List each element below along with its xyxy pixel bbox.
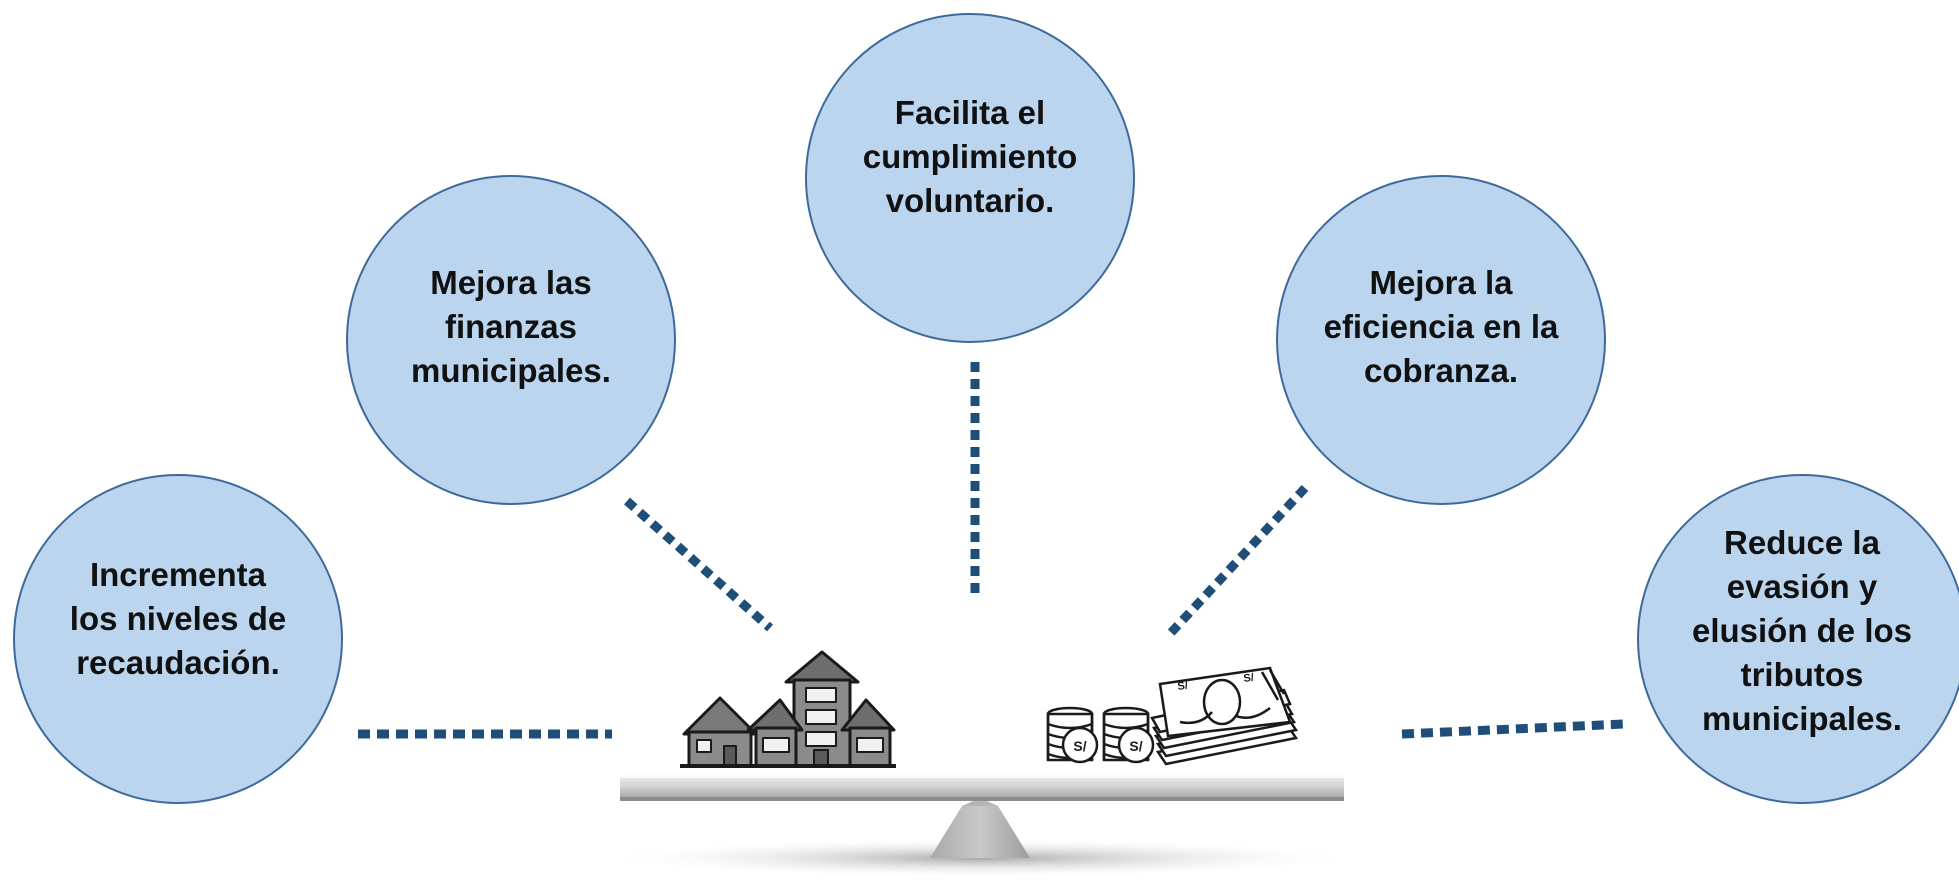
bubble-cumplimiento-text: Facilita el cumplimiento voluntario. <box>830 91 1110 223</box>
bubble-evasion-line: municipales. <box>1702 700 1902 737</box>
bubble-finanzas-line: Mejora las <box>430 264 592 301</box>
bubble-evasion: Reduce la evasión y elusión de los tribu… <box>1637 474 1959 804</box>
bubble-evasion-line: elusión de los <box>1691 612 1913 649</box>
bubble-recaudacion-line: los niveles de <box>69 600 287 637</box>
bubble-evasion-line: tributos <box>1740 656 1864 693</box>
connector-evasion <box>1401 719 1625 739</box>
bubble-cobranza-line: eficiencia en la <box>1323 308 1559 345</box>
bubble-evasion-line: evasión y <box>1726 568 1878 605</box>
bubble-finanzas-text: Mejora las finanzas municipales. <box>371 261 651 393</box>
coin-symbol-1: S/ <box>1073 738 1086 754</box>
connector-cobranza <box>1164 484 1309 640</box>
bubble-finanzas-line: municipales. <box>411 352 611 389</box>
coin-symbol-2: S/ <box>1129 738 1142 754</box>
balance-scale-icon <box>595 773 1365 878</box>
bubble-cobranza-line: Mejora la <box>1369 264 1513 301</box>
bubble-recaudacion-text: Incrementa los niveles de recaudación. <box>38 553 318 685</box>
bubble-cumplimiento-line: cumplimiento <box>862 138 1078 175</box>
bubble-finanzas: Mejora las finanzas municipales. <box>346 175 676 505</box>
bubble-evasion-line: Reduce la <box>1724 524 1880 561</box>
bubble-cumplimiento-line: Facilita el <box>894 94 1046 131</box>
bubble-cobranza: Mejora la eficiencia en la cobranza. <box>1276 175 1606 505</box>
bubble-recaudacion-line: Incrementa <box>89 556 267 593</box>
bubble-recaudacion-line: recaudación. <box>76 644 280 681</box>
bubble-finanzas-line: finanzas <box>444 308 578 345</box>
bill-symbol-left: S/ <box>1177 680 1189 693</box>
bubble-cobranza-line: cobranza. <box>1363 352 1519 389</box>
connector-finanzas <box>624 497 773 632</box>
houses-icon <box>680 650 896 768</box>
bubble-cobranza-text: Mejora la eficiencia en la cobranza. <box>1301 261 1581 393</box>
bubble-cumplimiento: Facilita el cumplimiento voluntario. <box>805 13 1135 343</box>
bubble-evasion-text: Reduce la evasión y elusión de los tribu… <box>1662 521 1942 741</box>
bill-symbol-right: S/ <box>1243 672 1255 685</box>
connectors <box>358 362 1625 739</box>
bubble-recaudacion: Incrementa los niveles de recaudación. <box>13 474 343 804</box>
money-icon <box>1046 666 1299 766</box>
bubble-cumplimiento-line: voluntario. <box>885 182 1055 219</box>
